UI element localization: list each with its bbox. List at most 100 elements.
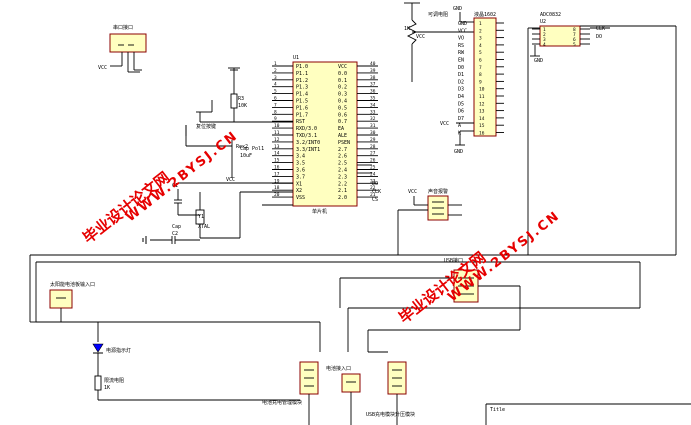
lcd-pin-number: 1 (479, 21, 482, 27)
r3-value: 10K (238, 103, 247, 109)
lcd-pin-number: 6 (479, 58, 482, 64)
u1-left-pin-number: 17 (274, 171, 280, 177)
c2-label: C2 (172, 231, 178, 237)
adc-right-pin-number: 6 (573, 37, 576, 43)
power-led-label: 电源指示灯 (106, 347, 131, 354)
solar-input: 太阳能电池板输入口 (49, 281, 95, 322)
u1-right-pin-label: 0.0 (338, 71, 347, 77)
adc-ref: U2 (540, 19, 546, 25)
u1-right-pin-label: VCC (338, 64, 347, 70)
u1-right-pin-label: 2.1 (338, 188, 347, 194)
u1-right-pin-label: 2.4 (338, 168, 347, 174)
limit-resistor-label: 限流电阻 (104, 377, 124, 384)
adc-left-pin-number: 3 (543, 37, 546, 43)
u1-right-pin-label: 0.3 (338, 92, 347, 98)
lcd-pin-label: D5 (458, 101, 464, 107)
u1-right-pin-label: 2.2 (338, 181, 347, 187)
u1-caption: 单片机 (312, 208, 327, 215)
u1-left-pin-number: 3 (274, 75, 277, 81)
watermark-url-right: WWW.2BYSJ.CN (445, 208, 563, 305)
u1-right-pin-label: 2.0 (338, 195, 347, 201)
lcd-pin-label: VCC (458, 28, 467, 34)
watermark-left: 毕业设计论文网 WWW.2BYSJ.CN (79, 128, 241, 247)
lcd-pin-label: GND (458, 21, 467, 27)
lcd-pin-number: 10 (479, 87, 485, 93)
u1-left-pin-number: 20 (274, 192, 280, 198)
u1-right-pin-label: EA (338, 126, 344, 132)
rex2-label: Rex2 (236, 144, 248, 150)
lcd-gnd-top: GND (453, 6, 462, 12)
u1-left-pin-number: 6 (274, 96, 277, 102)
pot-label: 可调电阻 (428, 11, 448, 18)
u1-right-pin-label: 2.6 (338, 154, 347, 160)
buzzer-module: 声音报警 VCC (397, 188, 462, 255)
lcd-pin-number: 2 (479, 28, 482, 34)
u1-left-pin-label: P1.2 (296, 78, 308, 84)
adc-left-pin-number: 2 (543, 32, 546, 38)
lcd-pin-label: D2 (458, 79, 464, 85)
u1-right-pin-label: PSEN (338, 140, 350, 146)
potentiometer: 可调电阻 1K VCC (404, 2, 475, 82)
u1-right-pin-label: 0.1 (338, 78, 347, 84)
u1-left-pin-label: 3.7 (296, 174, 305, 180)
u1-right-pin-number: 37 (370, 82, 376, 88)
adc-do-label: DO (596, 34, 602, 40)
reset-key-label: 复位按键 (196, 123, 216, 130)
battery-charge-module: 电池充电管理模块 (262, 361, 319, 425)
u1-right-pin-number: 22 (370, 185, 376, 191)
u1-left-pin-number: 14 (274, 151, 280, 157)
u1-left-pin-number: 10 (274, 123, 280, 129)
adc-right-pin-number: 8 (573, 27, 576, 33)
title-block-label: Title (490, 407, 505, 413)
watermark-url-left: WWW.2BYSJ.CN (123, 128, 241, 225)
u1-left-pin-label: P1.7 (296, 112, 308, 118)
u1-right-pin-number: 40 (370, 61, 376, 67)
lcd-pin-label: VO (458, 36, 464, 42)
lcd-pin-number: 3 (479, 36, 482, 42)
cap-label: Cap (172, 224, 181, 230)
serial-vcc-label: VCC (98, 65, 107, 71)
r3-label: R3 (238, 96, 244, 102)
u1-left-pin-label: P1.5 (296, 99, 308, 105)
usb-interface: USB接口 (339, 257, 520, 308)
u1-left-pin-label: P1.4 (296, 92, 308, 98)
lcd-pin-label: RS (458, 43, 464, 49)
u1-left-pin-label: 3.2/INT0 (296, 140, 320, 146)
u1-left-pin-number: 2 (274, 68, 277, 74)
lcd-pin-label: EN (458, 58, 464, 64)
u1-left-pin-number: 8 (274, 109, 277, 115)
u1-right-pin-label: ALE (338, 133, 347, 139)
u1-ref-label: U1 (293, 55, 299, 61)
u1-left-pin-number: 9 (274, 116, 277, 122)
u1-left-pin-number: 4 (274, 82, 277, 88)
cap-pol-value: 10uF (240, 153, 252, 159)
u1-right-pin-number: 32 (370, 116, 376, 122)
u1-left-pin-label: 3.4 (296, 154, 305, 160)
u1-left-pin-label: RXD/3.0 (296, 126, 317, 132)
u1-left-pin-label: TXD/3.1 (296, 133, 317, 139)
lcd-pin-number: 9 (479, 79, 482, 85)
u1-left-pins: P1.01P1.12P1.23P1.34P1.45P1.56P1.67P1.78… (272, 61, 320, 201)
mcu-signal-lines: DO CLK CS (357, 164, 381, 203)
lcd-title: 液晶1602 (474, 11, 496, 18)
u1-microcontroller: U1 P1.01P1.12P1.23P1.34P1.45P1.56P1.67P1… (272, 55, 378, 215)
u1-right-pin-number: 30 (370, 130, 376, 136)
u1-right-pin-number: 29 (370, 137, 376, 143)
usb-boost-label: USB充电模块升压模块 (366, 411, 415, 418)
lcd-vcc-bottom: VCC (440, 121, 449, 127)
c1-label: C1 (172, 183, 178, 189)
y1-label: Y1 (198, 214, 204, 220)
u1-left-pin-label: X1 (296, 181, 302, 187)
u1-right-pin-number: 26 (370, 158, 376, 164)
power-led-circuit: 电源指示灯 限流电阻 1K (92, 322, 300, 401)
battery-input-label: 电池接入口 (326, 365, 351, 372)
adc-left-pin-number: 1 (543, 27, 546, 33)
lcd-pin-number: 5 (479, 50, 482, 56)
lcd-pin-label: D7 (458, 116, 464, 122)
u1-left-pin-label: 3.5 (296, 161, 305, 167)
usb-interface-label: USB接口 (444, 257, 463, 264)
